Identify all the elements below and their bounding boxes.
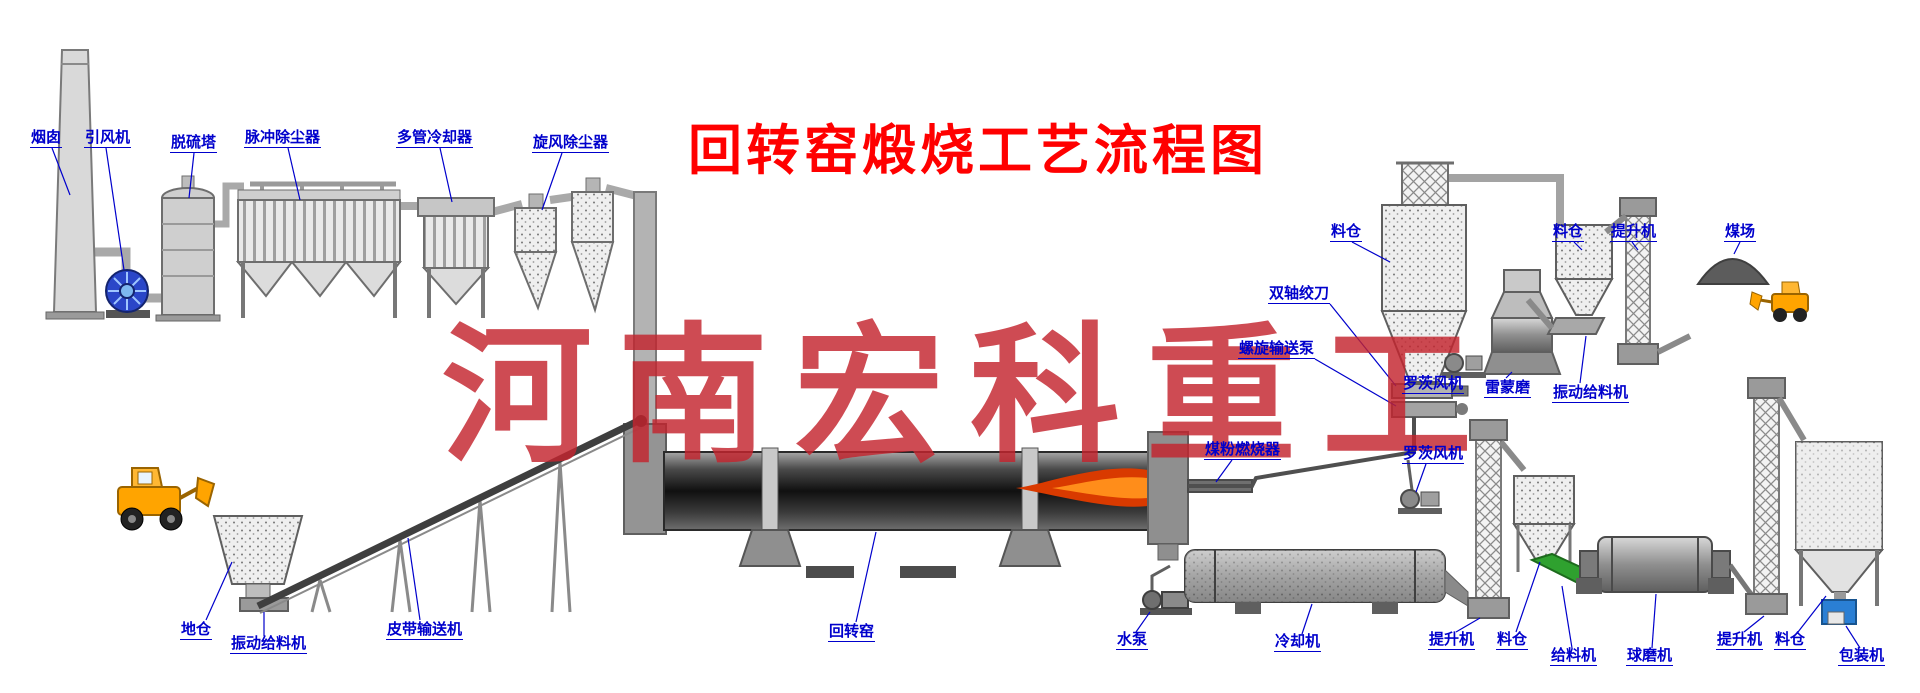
- belt-conveyor-graphic: [256, 415, 647, 614]
- label-silo-mid: 料仓: [1496, 630, 1529, 650]
- raw-coal-silo-graphic: [1554, 224, 1614, 316]
- label-cooler: 冷却机: [1274, 632, 1322, 652]
- screw-pump-graphic: [1391, 401, 1468, 418]
- diagram-title: 回转窑煅烧工艺流程图: [688, 119, 1268, 182]
- label-water-pump: 水泵: [1116, 630, 1149, 650]
- product-silo-graphic: [1793, 441, 1885, 606]
- label-feeder: 给料机: [1550, 646, 1598, 666]
- pulse-dust-collector-graphic: [235, 181, 403, 318]
- label-rotary-kiln: 回转窑: [828, 622, 876, 642]
- label-roots-blower-mid: 罗茨风机: [1402, 444, 1465, 464]
- label-screw-conveyor-pump: 螺旋输送泵: [1238, 339, 1316, 359]
- flue-gas-ducts: [92, 182, 646, 303]
- label-roots-blower-top: 罗茨风机: [1402, 374, 1465, 394]
- desulfurization-tower-graphic: [155, 175, 221, 322]
- label-chimney: 烟囱: [30, 128, 63, 148]
- label-pulse-dust-collector: 脉冲除尘器: [244, 128, 322, 148]
- bucket-elevator-top-graphic: [1604, 197, 1692, 365]
- label-induced-draft-fan: 引风机: [84, 128, 132, 148]
- label-product-silo: 料仓: [1774, 630, 1807, 650]
- silo-mid-graphic: [1512, 475, 1576, 572]
- label-coal-powder-burner: 煤粉燃烧器: [1204, 440, 1282, 460]
- label-raymond-mill: 雷蒙磨: [1484, 378, 1532, 398]
- cooler-graphic: [1184, 549, 1469, 614]
- label-belt-conveyor: 皮带输送机: [386, 620, 464, 640]
- label-bucket-elevator-top: 提升机: [1610, 222, 1658, 242]
- vibrating-feeder-right-graphic: [1525, 298, 1606, 335]
- label-desulfurization-tower: 脱硫塔: [170, 133, 218, 153]
- label-ball-mill: 球磨机: [1626, 646, 1674, 666]
- roots-blower-mid-graphic: [1398, 459, 1442, 514]
- label-ground-bin: 地仓: [180, 620, 213, 640]
- label-coal-powder-silo: 料仓: [1330, 222, 1363, 242]
- kiln-inlet-duct-graphic: [623, 191, 667, 535]
- label-vibrating-feeder-right: 振动给料机: [1552, 383, 1630, 403]
- label-bucket-elevator-right: 提升机: [1716, 630, 1764, 650]
- water-pump-graphic: [1140, 564, 1192, 615]
- label-multi-tube-cooler: 多管冷却器: [396, 128, 474, 148]
- bucket-elevator-mid-graphic: [1467, 419, 1527, 619]
- rotary-kiln-graphic: [663, 431, 1189, 578]
- coal-pipe-to-burner: [1188, 417, 1416, 488]
- multi-tube-cooler-graphic: [417, 197, 495, 318]
- bucket-elevator-right-graphic: [1745, 377, 1807, 615]
- label-coal-yard: 煤场: [1724, 222, 1757, 242]
- leader-lines: [51, 147, 1861, 649]
- label-double-shaft-auger: 双轴绞刀: [1268, 284, 1331, 304]
- label-bucket-elevator-mid: 提升机: [1428, 630, 1476, 650]
- ground-bin-graphic: [212, 515, 304, 599]
- chimney-graphic: [45, 49, 105, 320]
- wheel-loader-right-graphic: [1749, 281, 1809, 322]
- cyclone-dust-collector-graphic: [513, 177, 615, 314]
- label-raw-coal-silo: 料仓: [1552, 222, 1585, 242]
- induced-draft-fan-graphic: [105, 269, 150, 318]
- label-packing-machine: 包装机: [1838, 646, 1886, 666]
- raymond-mill-graphic: [1482, 269, 1562, 375]
- double-shaft-auger-graphic: [1391, 383, 1469, 399]
- wheel-loader-left-graphic: [117, 467, 216, 531]
- label-cyclone-dust-collector: 旋风除尘器: [532, 133, 610, 153]
- ball-mill-graphic: [1576, 536, 1758, 602]
- label-vibrating-feeder-left: 振动给料机: [230, 634, 308, 654]
- coal-yard-graphic: [1696, 258, 1770, 285]
- roots-blower-top-graphic: [1442, 353, 1486, 378]
- packing-machine-graphic: [1821, 592, 1857, 625]
